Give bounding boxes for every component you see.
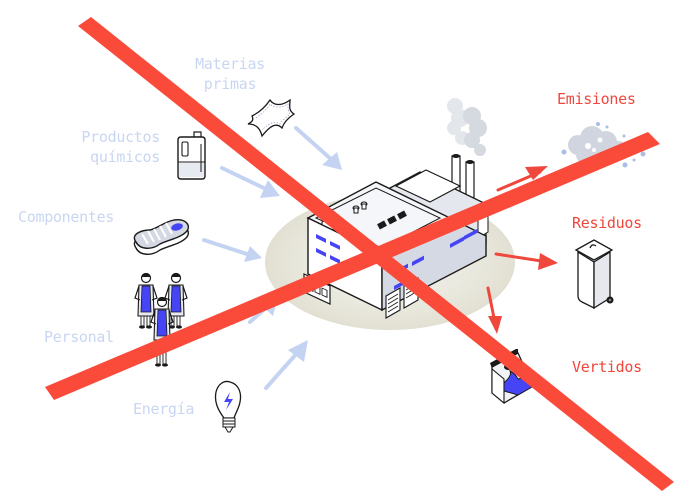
shoe-sole-icon (133, 218, 190, 255)
red-x-icon (45, 17, 674, 491)
arrow-emisiones (496, 166, 548, 192)
leather-hide-icon (247, 98, 296, 138)
worker-icon (134, 272, 158, 329)
label-materias-primas: Materias primas (180, 54, 280, 94)
label-componentes: Componentes (18, 208, 115, 226)
arrow-materias (294, 126, 342, 170)
label-residuos: Residuos (572, 214, 642, 232)
label-line: Productos (81, 128, 160, 146)
label-line: primas (203, 75, 257, 93)
output-arrows (486, 166, 558, 334)
label-productos-quimicos: Productos químicos (52, 127, 160, 167)
label-vertidos: Vertidos (572, 358, 642, 376)
workers-icon (134, 272, 188, 367)
label-line: Materias (195, 55, 265, 73)
chimney-smoke-icon (447, 98, 487, 156)
cross-line-2 (45, 132, 660, 400)
chemical-jerrycan-icon (177, 131, 206, 180)
worker-icon (164, 272, 188, 329)
arrow-vertidos (486, 286, 502, 334)
arrow-componentes (202, 238, 262, 262)
arrow-energia (264, 340, 308, 390)
waste-bin-icon (574, 239, 614, 310)
label-emisiones: Emisiones (557, 90, 636, 108)
arrow-quimicos (220, 166, 280, 198)
label-line: químicos (90, 148, 160, 166)
label-personal: Personal (44, 328, 114, 346)
arrow-residuos (494, 252, 558, 270)
label-energia: Energía (133, 400, 195, 418)
lightbulb-icon (214, 380, 242, 433)
